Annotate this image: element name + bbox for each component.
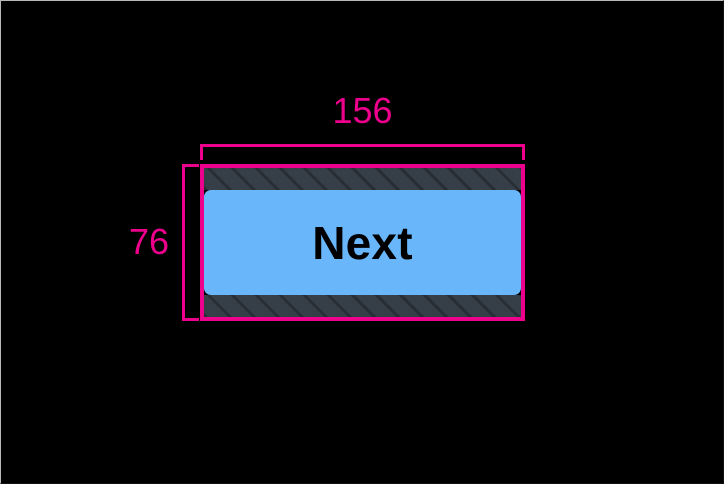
height-dimension-bracket <box>182 164 199 321</box>
height-dimension-label: 76 <box>128 221 169 262</box>
element-content: Next <box>204 168 521 317</box>
top-padding-hatch <box>204 168 521 190</box>
next-button[interactable]: Next <box>204 190 521 295</box>
width-dimension-label: 156 <box>332 90 393 131</box>
measured-element[interactable]: Next <box>200 164 525 321</box>
width-dimension-bracket <box>200 144 525 160</box>
bottom-padding-hatch <box>204 295 521 317</box>
